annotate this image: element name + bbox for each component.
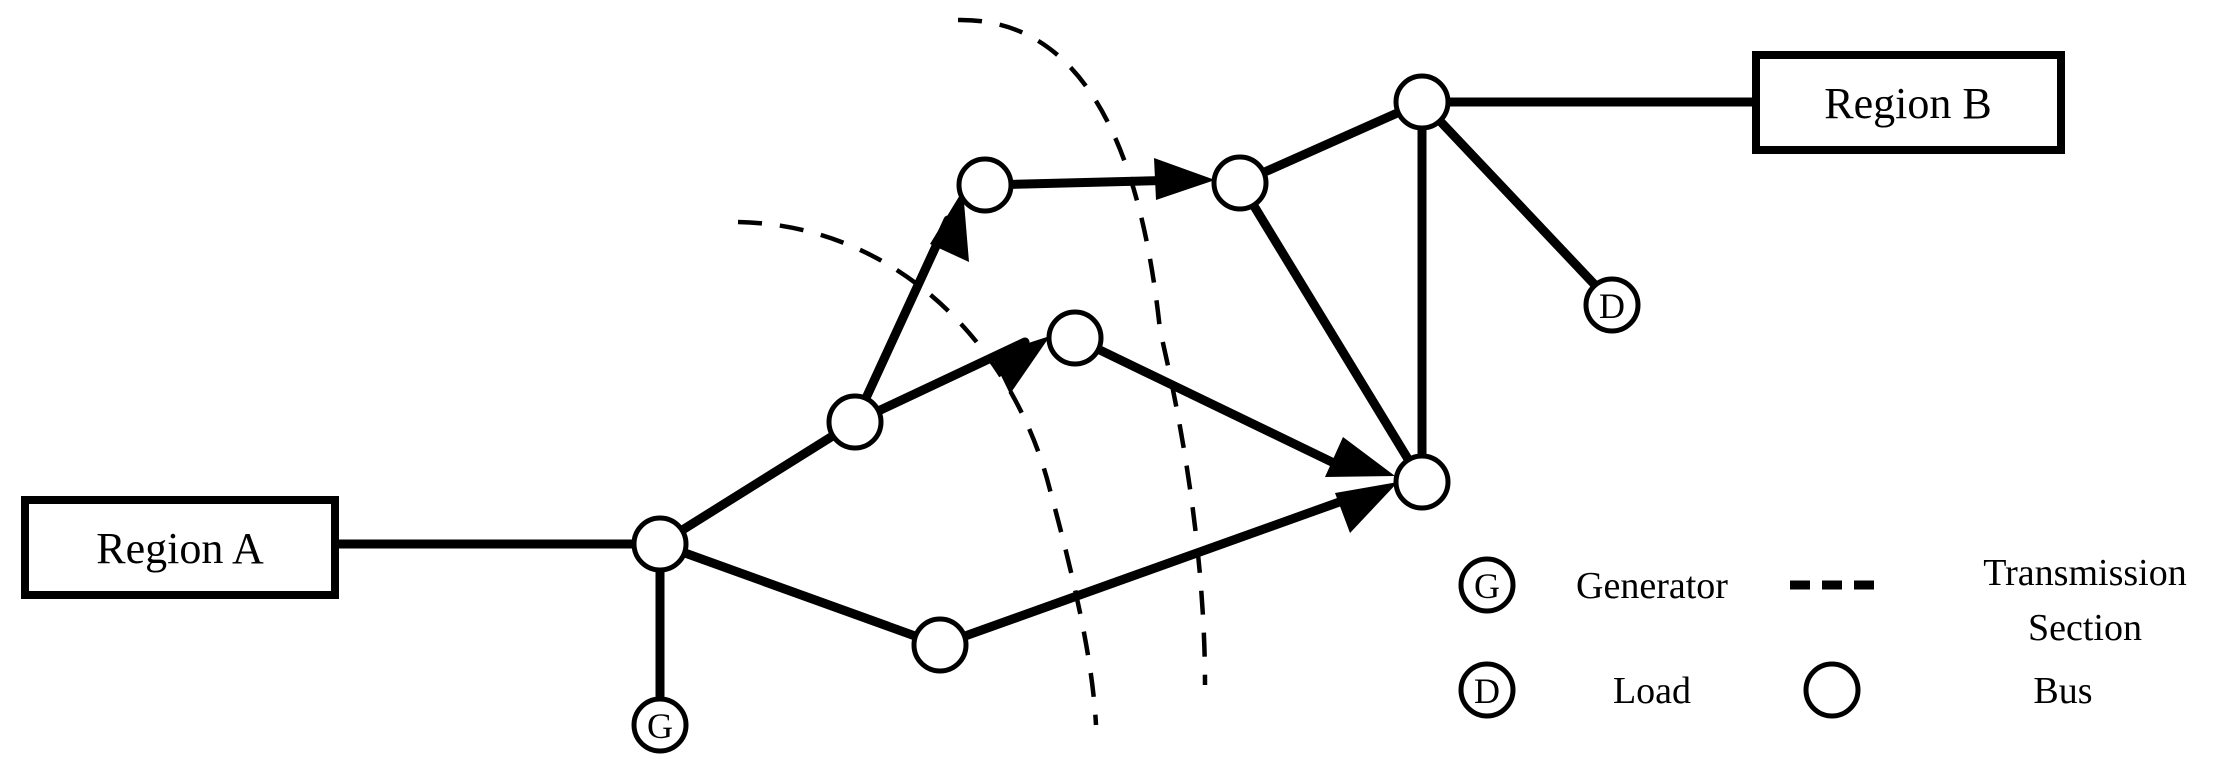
line-bus1-bus6 [655, 539, 945, 650]
legend-section-label-line1: Transmission [1983, 552, 2186, 594]
legend-load-label: Load [1613, 670, 1691, 712]
bus-node-2 [826, 393, 884, 451]
load-node: D [1583, 276, 1641, 334]
line-bus5-bus8 [1235, 97, 1427, 188]
region-b-label: Region B [1824, 79, 1991, 128]
bus-node-1 [631, 515, 689, 573]
legend-load-icon [1458, 661, 1516, 719]
generator-symbol: G [647, 706, 673, 746]
line-bus2-bus4 [850, 215, 953, 427]
flow-arrow-bus2-bus3 [991, 336, 1050, 394]
bus-node-3 [1046, 309, 1104, 367]
legend: G Generator Transmission Section D Load … [1458, 552, 2187, 719]
load-symbol: D [1599, 286, 1625, 326]
bus-node-4 [956, 156, 1014, 214]
line-bus5-bus7 [1235, 178, 1427, 487]
generator-icon [631, 696, 689, 754]
transmission-section-cut-2 [957, 17, 1208, 686]
region-a-box [21, 496, 339, 599]
line-bus6-bus7 [935, 495, 1350, 650]
flow-arrow-bus3-bus7 [1325, 437, 1395, 477]
legend-bus-label: Bus [2033, 670, 2092, 712]
generator-node: G [631, 696, 689, 754]
bus-node-7 [1393, 453, 1451, 511]
flow-arrow-bus6-bus7 [1335, 482, 1398, 533]
flow-arrow-bus2-bus4 [930, 190, 969, 262]
line-bus4-bus5 [980, 175, 1190, 190]
region-b-box [1752, 51, 2065, 154]
legend-generator-icon [1458, 556, 1516, 614]
bus-node-6 [911, 616, 969, 674]
legend-generator-label: Generator [1576, 565, 1728, 607]
line-bus8-load [1417, 97, 1617, 308]
legend-bus-icon [1803, 661, 1861, 719]
legend-load-symbol: D [1474, 671, 1500, 711]
bus-node-8 [1393, 73, 1451, 131]
load-icon [1583, 276, 1641, 334]
region-a-label: Region A [96, 524, 264, 573]
line-bus3-bus7 [1070, 333, 1343, 470]
legend-generator-symbol: G [1474, 566, 1500, 606]
line-bus1-bus2 [655, 417, 860, 549]
flow-arrow-bus4-bus5 [1154, 158, 1215, 200]
bus-node-5 [1211, 154, 1269, 212]
legend-section-label-line2: Section [2028, 607, 2142, 649]
